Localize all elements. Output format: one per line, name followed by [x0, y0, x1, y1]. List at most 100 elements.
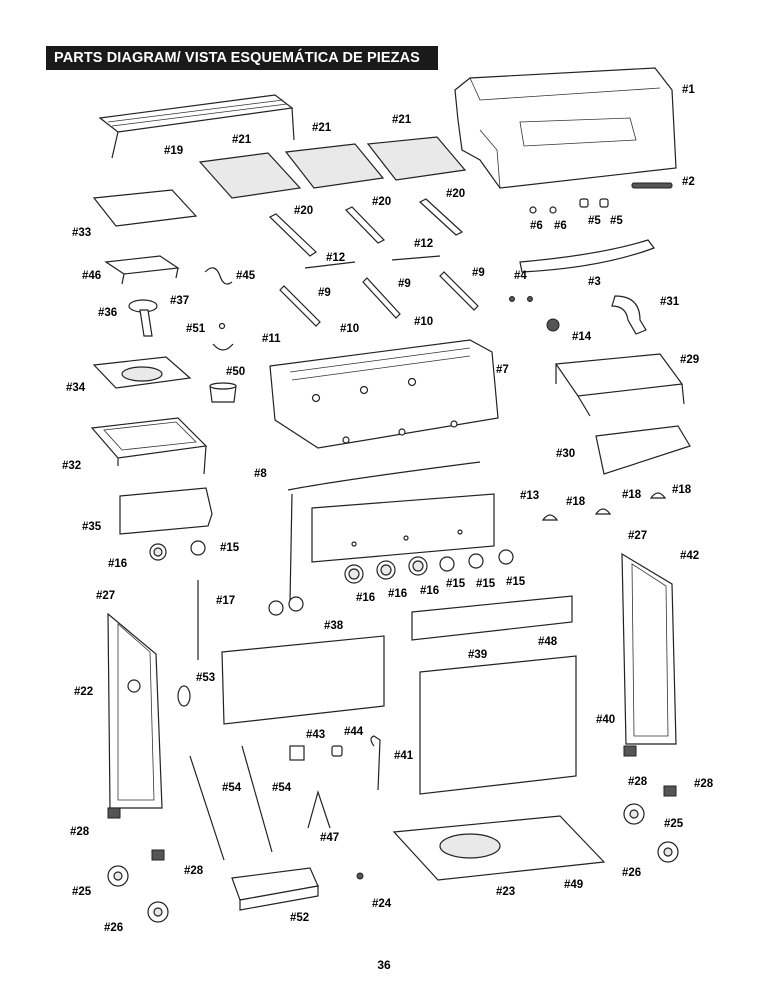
callout-29: #29 [680, 354, 700, 366]
part-25-26-casters [107, 803, 679, 923]
part-53-ring [177, 685, 191, 707]
callout-44: #44 [344, 726, 364, 738]
callout-18b: #18 [622, 489, 642, 501]
part-13-control-panel [311, 493, 495, 563]
part-52-tool-holder [231, 867, 319, 911]
callout-16d: #16 [420, 585, 440, 597]
callout-11: #11 [262, 333, 281, 345]
callout-50: #50 [226, 366, 246, 378]
part-30-side-shelf-cover [595, 425, 691, 475]
callout-5b: #5 [610, 215, 623, 227]
callout-48: #48 [538, 636, 558, 648]
part-51-igniter [212, 322, 234, 351]
callout-21a: #21 [232, 134, 252, 146]
part-41-handle [370, 735, 381, 791]
part-36-side-burner [128, 299, 158, 337]
callout-35: #35 [82, 521, 102, 533]
callout-49: #49 [564, 879, 584, 891]
callout-21c: #21 [392, 114, 412, 126]
callout-43: #43 [306, 729, 326, 741]
part-2-handle-bracket [631, 182, 673, 189]
part-33-side-burner-lid [92, 189, 198, 227]
diagram-title: PARTS DIAGRAM/ VISTA ESQUEMÁTICA DE PIEZ… [46, 46, 438, 70]
callout-47: #47 [320, 832, 340, 844]
part-24-screw [356, 872, 364, 880]
callout-13: #13 [520, 490, 540, 502]
part-1-lid [454, 67, 677, 189]
part-19-warming-rack [98, 94, 295, 159]
callout-26a: #26 [104, 922, 124, 934]
callout-15b: #15 [446, 578, 466, 590]
callout-9a: #9 [318, 287, 331, 299]
part-43-44-hardware [289, 745, 343, 761]
callout-52: #52 [290, 912, 310, 924]
callout-9c: #9 [472, 267, 485, 279]
callout-9b: #9 [398, 278, 411, 290]
callout-23: #23 [496, 886, 516, 898]
callout-20b: #20 [372, 196, 392, 208]
callout-19: #19 [164, 145, 184, 157]
callout-26b: #26 [622, 867, 642, 879]
callout-30: #30 [556, 448, 576, 460]
callout-53: #53 [196, 672, 216, 684]
callout-51: #51 [186, 323, 206, 335]
part-3-lid-handle [519, 239, 655, 273]
part-14-knob [546, 318, 560, 332]
callout-40: #40 [596, 714, 616, 726]
part-48-front-rail [411, 595, 573, 641]
part-8-manifold [268, 461, 481, 616]
callout-28a: #28 [70, 826, 90, 838]
callout-15a: #15 [220, 542, 240, 554]
callout-21b: #21 [312, 122, 332, 134]
callout-20c: #20 [446, 188, 466, 200]
callout-31: #31 [660, 296, 680, 308]
callout-10b: #10 [414, 316, 434, 328]
callout-2: #2 [682, 176, 695, 188]
callout-46: #46 [82, 270, 102, 282]
part-32-side-shelf [90, 417, 208, 475]
part-18-caps [541, 492, 667, 521]
part-40-door-panel [419, 655, 577, 795]
callout-27a: #27 [96, 590, 116, 602]
callout-24: #24 [372, 898, 392, 910]
callout-16c: #16 [388, 588, 408, 600]
callout-41: #41 [394, 750, 414, 762]
part-22-left-cart-panel [107, 612, 163, 809]
part-42-right-cart-panel [621, 552, 677, 745]
part-34-side-burner-bowl [92, 356, 192, 389]
part-46-side-burner-grate [104, 255, 180, 285]
callout-8: #8 [254, 468, 267, 480]
callout-25a: #25 [72, 886, 92, 898]
part-54-rods [189, 745, 273, 861]
callout-42: #42 [680, 550, 700, 562]
callout-45: #45 [236, 270, 256, 282]
callout-33: #33 [72, 227, 92, 239]
part-9-burners [279, 271, 479, 327]
callout-28c: #28 [628, 776, 648, 788]
callout-15d: #15 [506, 576, 526, 588]
callout-6a: #6 [530, 220, 543, 232]
part-20-flame-tamers [268, 198, 464, 257]
callout-16b: #16 [356, 592, 376, 604]
callout-39: #39 [468, 649, 488, 661]
callout-4: #4 [514, 270, 527, 282]
part-50-grease-cup [209, 382, 237, 403]
callout-7: #7 [496, 364, 509, 376]
part-29-right-side-shelf [554, 353, 685, 417]
callout-37: #37 [170, 295, 190, 307]
part-45-wire [204, 267, 233, 285]
part-23-bottom-shelf [392, 815, 606, 881]
callout-20a: #20 [294, 205, 314, 217]
callout-38: #38 [324, 620, 344, 632]
part-47-bracket [307, 789, 331, 829]
callout-15c: #15 [476, 578, 496, 590]
part-28-leg-caps [107, 745, 677, 861]
callout-3: #3 [588, 276, 601, 288]
part-31-thermometer-bezel [611, 295, 647, 335]
callout-36: #36 [98, 307, 118, 319]
callout-12b: #12 [414, 238, 434, 250]
callout-5a: #5 [588, 215, 601, 227]
callout-54b: #54 [272, 782, 292, 794]
callout-18a: #18 [566, 496, 586, 508]
callout-14: #14 [572, 331, 592, 343]
